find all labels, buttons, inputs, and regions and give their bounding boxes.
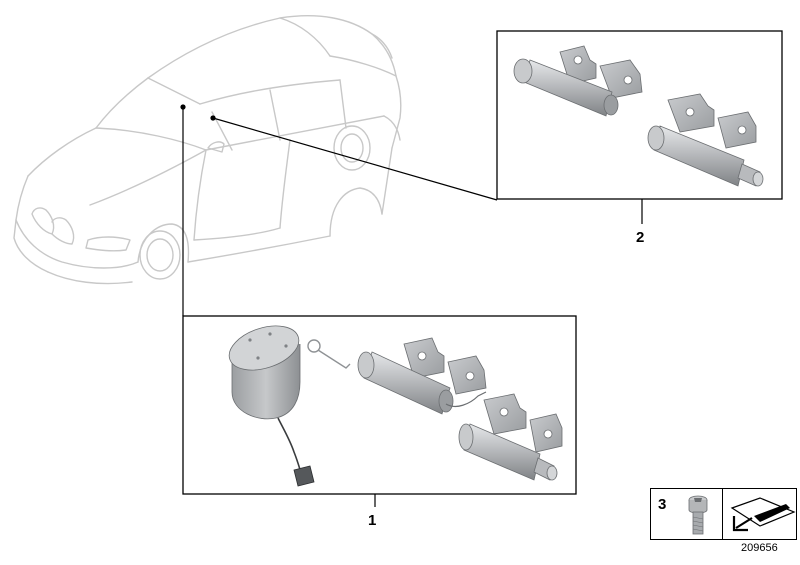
part-2-frame	[496, 30, 783, 200]
part-1-frame	[182, 315, 577, 495]
callout-part-3: 3	[658, 496, 667, 513]
installation-arrow-icon	[730, 497, 796, 532]
legend-box	[650, 488, 797, 540]
connection-point-1	[180, 104, 186, 110]
hinge-with-cable	[357, 337, 487, 415]
car-outline	[13, 15, 402, 285]
hinge-upper-left	[513, 45, 643, 117]
connection-point-2	[210, 115, 216, 121]
hinge-lower	[458, 393, 563, 481]
diagram-number: 209656	[741, 542, 778, 554]
legend-divider	[722, 488, 723, 540]
screw-icon	[688, 495, 708, 535]
callout-part-1: 1	[368, 512, 377, 529]
hinge-lower-right	[647, 93, 764, 187]
callout-part-2: 2	[636, 229, 645, 246]
leader-lines	[182, 107, 643, 507]
spring-clip	[307, 339, 351, 369]
actuator-motor	[228, 325, 315, 487]
